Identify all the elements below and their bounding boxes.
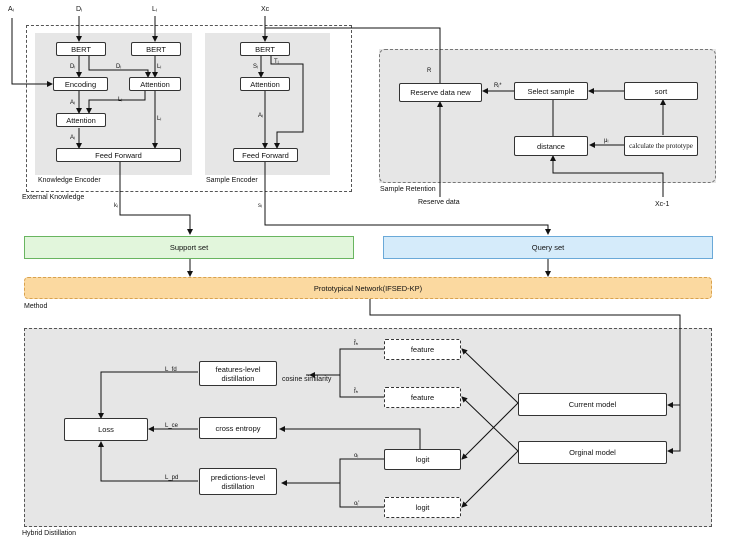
se-label-a: Aᵢ	[258, 113, 263, 119]
hd-original-model: Orginal model	[518, 441, 667, 464]
cosine-similarity-label: cosine similarity	[282, 376, 332, 383]
o-i-prime-label: oᵢ'	[354, 501, 360, 507]
prototypical-network: Prototypical Network(IFSED-KP)	[24, 277, 712, 299]
hybrid-distillation-frame	[24, 328, 712, 527]
hd-logit-top: logit	[384, 449, 461, 470]
hd-cross-entropy: cross entropy	[199, 417, 277, 439]
sr-label-mu: μᵢ	[604, 138, 609, 144]
l-pd-label: L_pd	[165, 475, 179, 481]
hd-current-model: Current model	[518, 393, 667, 416]
input-d-label: Dᵢ	[76, 6, 83, 13]
se-label-s: Sᵢ	[253, 64, 258, 70]
sr-distance: distance	[514, 136, 588, 156]
hd-logit-bottom: logit	[384, 497, 461, 518]
external-knowledge-frame	[26, 25, 352, 192]
hd-feature-top: feature	[384, 339, 461, 360]
se-attention: Attention	[240, 77, 290, 91]
ke-attention-right: Attention	[129, 77, 181, 91]
sample-retention-title: Sample Retention	[380, 186, 436, 193]
sample-encoder-title: Sample Encoder	[206, 177, 258, 184]
f-bar-label: f̄ₕ	[354, 389, 359, 395]
sr-sort: sort	[624, 82, 698, 100]
ke-label-l3: Lᵢ	[157, 116, 162, 122]
sample-retention-frame	[379, 49, 716, 183]
ke-attention-left: Attention	[56, 113, 106, 127]
external-knowledge-title: External Knowledge	[22, 194, 85, 201]
sr-label-r: R	[427, 68, 432, 74]
input-a-label: Aᵢ	[8, 6, 14, 13]
hd-predictions-level-distillation: predictions-level distillation	[199, 468, 277, 495]
sr-label-r-star: Rᵢ*	[494, 83, 502, 89]
ke-label-d1: Dᵢ	[70, 64, 76, 70]
ke-label-d2: Dᵢ	[116, 64, 122, 70]
ke-label-l1: Lᵢ	[157, 64, 162, 70]
sr-reserve-data-new: Reserve data new	[399, 83, 482, 102]
l-fd-label: L_fd	[165, 367, 177, 373]
hd-feature-bottom: feature	[384, 387, 461, 408]
ke-label-l2: Lᵢ	[118, 97, 123, 103]
input-xc1-label: Xc-1	[655, 201, 670, 208]
sample-retention-panel	[379, 49, 716, 183]
ke-bert-left: BERT	[56, 42, 106, 56]
knowledge-encoder-title: Knowledge Encoder	[38, 177, 101, 184]
ke-label-a1: Aᵢ	[70, 100, 75, 106]
f-hat-label: f̄ₕ	[354, 341, 359, 347]
ki-label: kᵢ	[114, 203, 118, 209]
ke-bert-right: BERT	[131, 42, 181, 56]
reserve-data-label: Reserve data	[418, 199, 460, 206]
o-i-label: oᵢ	[354, 453, 359, 459]
se-feed-forward: Feed Forward	[233, 148, 298, 162]
method-label: Method	[24, 303, 48, 310]
input-xc-label: Xc	[261, 6, 270, 13]
ke-label-a2: Aᵢ	[70, 135, 75, 141]
ke-feed-forward: Feed Forward	[56, 148, 181, 162]
ke-encoding: Encoding	[53, 77, 108, 91]
sr-select-sample: Select sample	[514, 82, 588, 100]
se-label-t: Tᵢ	[274, 59, 279, 65]
si-label: sᵢ	[258, 203, 262, 209]
hd-loss: Loss	[64, 418, 148, 441]
sr-calculate-prototype: calculate the prototype	[624, 136, 698, 156]
l-ce-label: L_ce	[165, 423, 179, 429]
support-set: Support set	[24, 236, 354, 259]
hybrid-distillation-title: Hybrid Distillation	[22, 530, 77, 537]
input-l-label: Lᵢ	[152, 6, 157, 13]
hd-features-level-distillation: features-level distillation	[199, 361, 277, 386]
se-bert: BERT	[240, 42, 290, 56]
query-set: Query set	[383, 236, 713, 259]
